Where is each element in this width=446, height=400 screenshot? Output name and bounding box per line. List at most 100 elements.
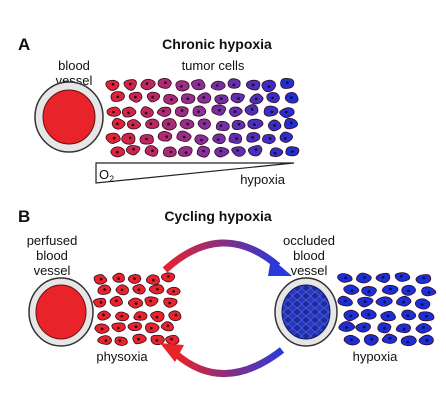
- cell-nucleus: [350, 338, 353, 342]
- cell-nucleus: [180, 85, 183, 88]
- cell-nucleus: [202, 149, 205, 153]
- cell-nucleus: [186, 97, 190, 100]
- cell-nucleus: [117, 326, 120, 330]
- tumor-cell: [126, 119, 142, 130]
- cell-nucleus: [120, 314, 124, 318]
- cell-nucleus: [283, 137, 287, 140]
- tumor-cell: [121, 132, 136, 145]
- cell-nucleus: [216, 138, 220, 141]
- cell-nucleus: [349, 314, 353, 318]
- panel-a-letter: A: [18, 35, 30, 54]
- cell-nucleus: [402, 300, 405, 304]
- panel-b-title: Cycling hypoxia: [164, 208, 272, 224]
- cell-nucleus: [134, 302, 138, 305]
- cell-nucleus: [388, 337, 392, 340]
- cell-nucleus: [425, 314, 428, 318]
- cell-nucleus: [170, 337, 173, 341]
- cell-nucleus: [167, 275, 170, 278]
- cell-nucleus: [116, 150, 119, 154]
- cell-nucleus: [215, 84, 219, 87]
- cell-nucleus: [363, 276, 366, 280]
- occluded-label-line1: occluded: [283, 233, 335, 248]
- cell-nucleus: [150, 326, 153, 330]
- oxygen-gradient-wedge: [95, 162, 295, 184]
- cell-nucleus: [197, 83, 201, 86]
- occluded-blood-vessel: [274, 277, 338, 347]
- cell-nucleus: [133, 277, 136, 280]
- cell-nucleus: [102, 313, 105, 317]
- cell-nucleus: [399, 275, 403, 278]
- cell-nucleus: [370, 337, 374, 341]
- tumor-cell: [279, 131, 294, 143]
- cell-nucleus: [144, 111, 148, 115]
- physoxic-cell: [114, 336, 128, 346]
- tumor-cell: [227, 78, 241, 89]
- cell-nucleus: [99, 277, 103, 281]
- cell-nucleus: [254, 148, 258, 151]
- cell-nucleus: [290, 96, 293, 99]
- cell-nucleus: [386, 314, 390, 318]
- cell-nucleus: [420, 303, 424, 306]
- tumor-cell: [105, 79, 120, 91]
- cell-nucleus: [172, 290, 175, 293]
- cycle-arrow-bottom: [160, 343, 285, 377]
- cell-nucleus: [168, 301, 171, 305]
- cell-nucleus: [383, 300, 386, 304]
- cell-nucleus: [286, 81, 289, 84]
- tumor-cell: [145, 118, 160, 129]
- cell-nucleus: [104, 339, 108, 342]
- tumor-cells-label: tumor cells: [182, 58, 245, 73]
- cell-nucleus: [149, 299, 152, 303]
- cell-nucleus: [291, 150, 294, 153]
- cell-nucleus: [155, 339, 159, 342]
- cell-nucleus: [184, 151, 188, 154]
- cell-nucleus: [167, 122, 170, 126]
- cell-nucleus: [112, 136, 116, 140]
- cell-nucleus: [284, 110, 288, 114]
- cell-nucleus: [270, 110, 274, 114]
- physoxia-label: physoxia: [96, 349, 148, 364]
- cell-nucleus: [251, 83, 255, 87]
- cell-nucleus: [362, 325, 366, 329]
- cell-nucleus: [219, 149, 223, 153]
- cell-nucleus: [162, 109, 165, 113]
- cell-nucleus: [273, 124, 276, 127]
- cell-nucleus: [267, 85, 271, 88]
- tumor-cell: [140, 78, 156, 91]
- vessel-label-line1: blood: [58, 58, 90, 73]
- cell-nucleus: [137, 337, 140, 341]
- cell-nucleus: [131, 123, 135, 127]
- perfused-label-line3: vessel: [34, 263, 71, 278]
- cell-nucleus: [145, 82, 149, 85]
- tumor-cell: [177, 146, 193, 157]
- cell-nucleus: [407, 289, 410, 293]
- cell-nucleus: [117, 277, 120, 280]
- cell-nucleus: [203, 122, 206, 125]
- cell-nucleus: [134, 325, 138, 329]
- panel-b: B Cycling hypoxia perfused blood vessel …: [18, 207, 437, 377]
- cell-nucleus: [290, 121, 293, 125]
- perfused-blood-vessel: [28, 277, 94, 347]
- cell-nucleus: [99, 301, 103, 304]
- cell-nucleus: [138, 315, 141, 319]
- cell-nucleus: [164, 81, 167, 84]
- cell-nucleus: [422, 326, 425, 329]
- cell-nucleus: [111, 82, 115, 86]
- cell-nucleus: [367, 290, 371, 293]
- cell-nucleus: [219, 124, 223, 127]
- tumor-cell: [228, 132, 243, 144]
- hypoxic-cell: [400, 335, 417, 347]
- physoxic-cell: [97, 335, 112, 345]
- occluded-label-line3: vessel: [291, 263, 328, 278]
- cell-nucleus: [118, 339, 122, 342]
- hypoxia-gradient-label: hypoxia: [240, 172, 286, 187]
- cell-nucleus: [103, 288, 106, 291]
- cell-nucleus: [250, 108, 254, 111]
- cell-nucleus: [180, 109, 184, 112]
- cell-nucleus: [137, 288, 141, 292]
- cell-nucleus: [422, 276, 426, 280]
- cell-nucleus: [232, 83, 236, 87]
- cell-nucleus: [271, 96, 274, 100]
- perfused-label-line1: perfused: [27, 233, 78, 248]
